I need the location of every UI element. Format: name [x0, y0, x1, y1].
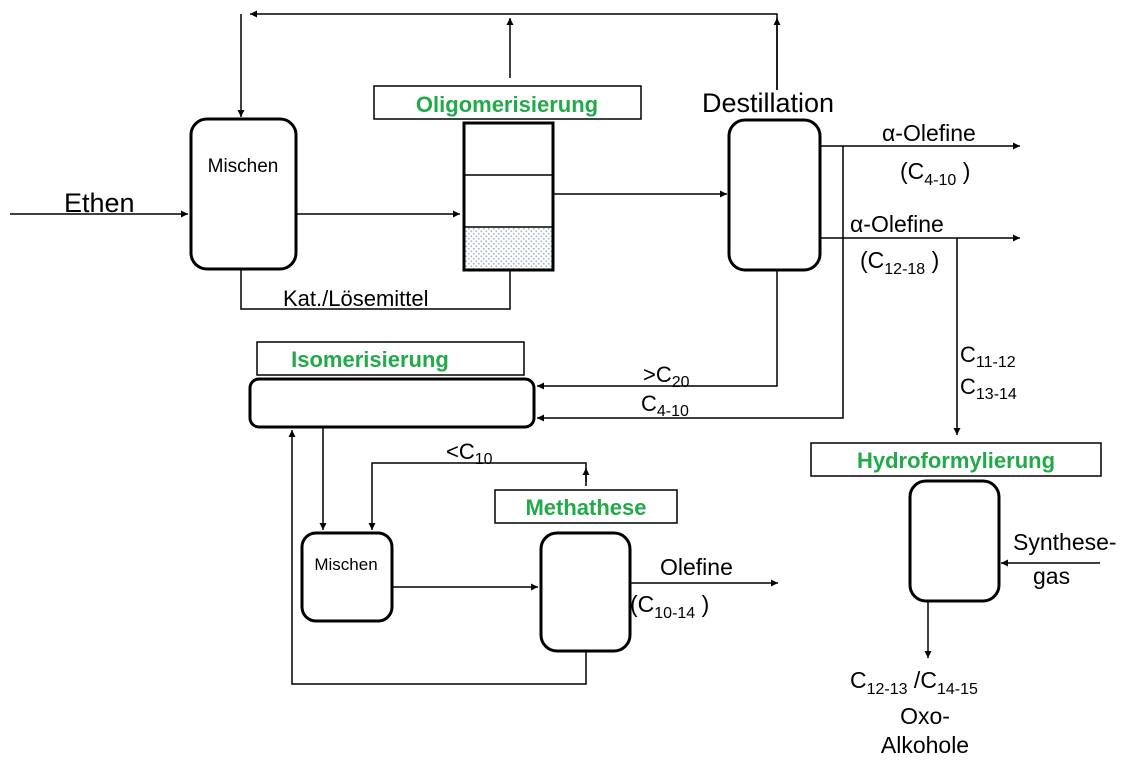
mixer-2-label: Mischen: [314, 555, 377, 574]
c11-12-label: C11-12: [960, 342, 1016, 371]
gt-c20-label: >C20: [643, 362, 690, 391]
hydroformylierung-label-box: [810, 442, 1102, 477]
lt-c10-label: <C10: [446, 439, 493, 468]
destillation-column: [727, 118, 822, 272]
methathese-label-box: [494, 489, 678, 524]
catalyst-recycle-line: [240, 270, 511, 310]
methathese-reactor: [539, 531, 632, 653]
alpha-olefine-c4-10-output: α-Olefine (C4-10 ): [820, 120, 1020, 189]
hydroformylierung-title: Hydroformylierung: [857, 448, 1055, 473]
olefine-label: Olefine: [660, 554, 733, 580]
gas-label: gas: [1033, 563, 1070, 589]
alkohole-label: Alkohole: [881, 732, 969, 758]
c4-10-stream: [537, 146, 844, 422]
isomerisierung-title: Isomerisierung: [291, 347, 449, 372]
oligomerisation-reactor: [462, 121, 555, 272]
alpha-olefine-2-range: (C12-18 ): [860, 247, 939, 278]
mixer-1-label: Mischen: [208, 156, 279, 177]
oligomerisierung-title: Oligomerisierung: [416, 92, 598, 117]
oligomerisierung-label-box: [373, 85, 642, 120]
olefine-range: (C10-14 ): [630, 591, 709, 622]
oxo-label: Oxo-: [900, 703, 950, 729]
destillation-title: Destillation: [702, 88, 834, 118]
ethen-feed: Ethen: [10, 188, 188, 218]
mixer-1-box: [189, 117, 298, 271]
alpha-olefine-1-label: α-Olefine: [882, 120, 976, 146]
gt-c20-stream: [537, 270, 778, 390]
methathese-recycle: [288, 430, 587, 685]
top-recycle-loop: [237, 10, 781, 117]
isomerisierung-reactor: [248, 377, 536, 429]
alpha-olefine-c12-18-output: α-Olefine (C12-18 ): [820, 211, 1020, 278]
c4-10-label: C4-10: [641, 391, 689, 420]
synthese-label: Synthese-: [1013, 529, 1117, 555]
oxo-product-label: C12-13 /C14-15: [850, 667, 978, 698]
kat-loesemittel-label: Kat./Lösemittel: [283, 286, 429, 311]
mixer-2-box: [300, 531, 394, 623]
alpha-olefine-2-label: α-Olefine: [850, 211, 944, 237]
isomerisierung-label-box: [256, 341, 525, 376]
alpha-olefine-1-range: (C4-10 ): [900, 158, 970, 189]
olefine-output: Olefine (C10-14 ): [630, 554, 778, 622]
ethen-label: Ethen: [64, 188, 135, 218]
c13-14-label: C13-14: [960, 374, 1017, 403]
hydroformylierung-reactor: [908, 479, 1001, 603]
methathese-title: Methathese: [525, 495, 646, 520]
